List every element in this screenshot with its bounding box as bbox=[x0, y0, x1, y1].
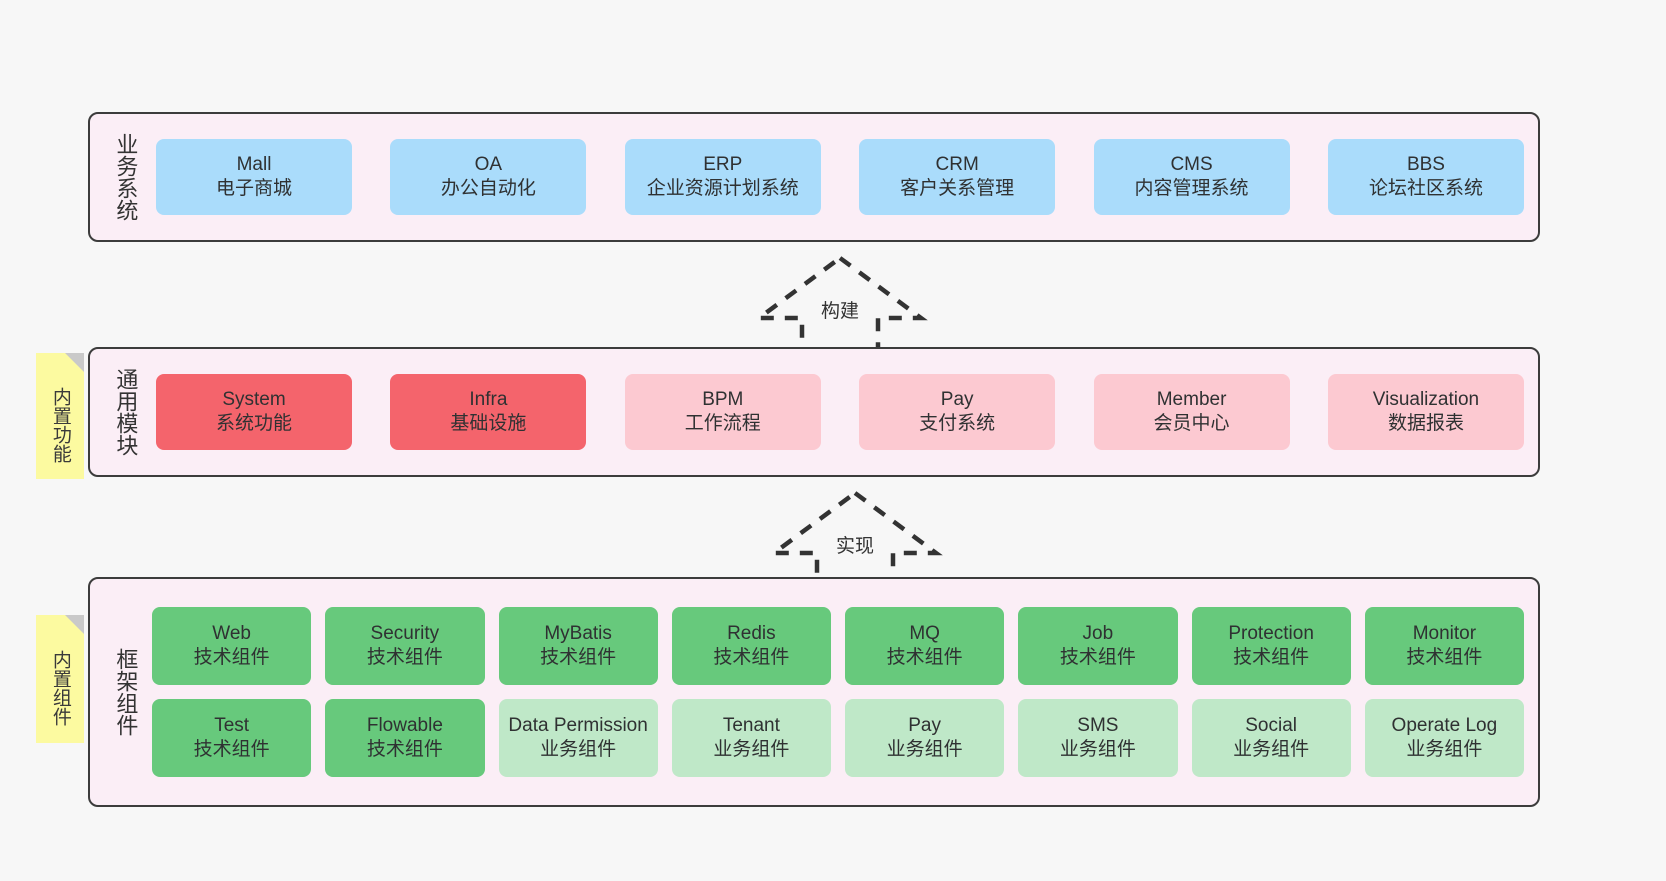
card-cn-label: 系统功能 bbox=[215, 413, 292, 434]
business-systems-title: 业务系统 bbox=[113, 133, 139, 221]
framework-biz-row: Test 技术组件 Flowable 技术组件 Data Permission … bbox=[152, 699, 1524, 777]
card-cn-label: 支付系统 bbox=[919, 413, 996, 434]
business-card-bbs[interactable]: BBS 论坛社区系统 bbox=[1327, 139, 1524, 215]
card-cn-label: 技术组件 bbox=[366, 739, 443, 760]
card-cn-label: 业务组件 bbox=[540, 739, 617, 760]
card-cn-label: 技术组件 bbox=[1059, 647, 1136, 668]
common-modules-title: 通用模块 bbox=[113, 368, 139, 456]
card-en-label: Operate Log bbox=[1391, 714, 1498, 736]
card-cn-label: 电子商城 bbox=[215, 178, 292, 199]
module-card-bpm[interactable]: BPM 工作流程 bbox=[624, 374, 821, 450]
card-cn-label: 业务组件 bbox=[1406, 739, 1483, 760]
business-card-mall[interactable]: Mall 电子商城 bbox=[156, 139, 352, 215]
card-cn-label: 数据报表 bbox=[1387, 413, 1464, 434]
module-card-infra[interactable]: Infra 基础设施 bbox=[390, 374, 587, 450]
card-cn-label: 论坛社区系统 bbox=[1368, 178, 1483, 199]
component-card-tenant[interactable]: Tenant 业务组件 bbox=[671, 699, 831, 777]
card-en-label: BBS bbox=[1406, 153, 1445, 175]
card-en-label: Monitor bbox=[1412, 622, 1477, 644]
card-cn-label: 业务组件 bbox=[1059, 739, 1136, 760]
card-en-label: Data Permission bbox=[508, 714, 648, 736]
component-card-security[interactable]: Security 技术组件 bbox=[325, 607, 485, 685]
card-cn-label: 技术组件 bbox=[1233, 647, 1310, 668]
business-systems-cards: Mall 电子商城 OA 办公自动化 ERP 企业资源计划系统 CRM 客户关系… bbox=[152, 114, 1538, 240]
card-cn-label: 技术组件 bbox=[886, 647, 963, 668]
card-en-label: Test bbox=[214, 714, 250, 736]
card-en-label: MyBatis bbox=[544, 622, 612, 644]
card-en-label: Redis bbox=[727, 622, 776, 644]
card-en-label: System bbox=[222, 388, 286, 410]
card-cn-label: 内容管理系统 bbox=[1134, 178, 1249, 199]
card-cn-label: 业务组件 bbox=[1233, 739, 1310, 760]
card-en-label: CRM bbox=[935, 153, 979, 175]
component-card-operate-log[interactable]: Operate Log 业务组件 bbox=[1364, 699, 1524, 777]
card-en-label: Member bbox=[1156, 388, 1227, 410]
component-card-flowable[interactable]: Flowable 技术组件 bbox=[325, 699, 485, 777]
card-en-label: Tenant bbox=[722, 714, 780, 736]
framework-tech-row: Web 技术组件 Security 技术组件 MyBatis 技术组件 Redi… bbox=[152, 607, 1524, 685]
component-card-redis[interactable]: Redis 技术组件 bbox=[671, 607, 831, 685]
business-card-erp[interactable]: ERP 企业资源计划系统 bbox=[624, 139, 821, 215]
note-builtin-components: 内置组件 bbox=[36, 615, 84, 743]
card-cn-label: 技术组件 bbox=[713, 647, 790, 668]
card-cn-label: 技术组件 bbox=[366, 647, 443, 668]
module-card-system[interactable]: System 系统功能 bbox=[156, 374, 352, 450]
card-cn-label: 技术组件 bbox=[193, 739, 270, 760]
card-en-label: Security bbox=[370, 622, 440, 644]
card-cn-label: 技术组件 bbox=[1406, 647, 1483, 668]
framework-components-cards: Web 技术组件 Security 技术组件 MyBatis 技术组件 Redi… bbox=[152, 579, 1538, 805]
card-cn-label: 技术组件 bbox=[540, 647, 617, 668]
business-card-cms[interactable]: CMS 内容管理系统 bbox=[1093, 139, 1290, 215]
card-en-label: Social bbox=[1245, 714, 1297, 736]
component-card-pay[interactable]: Pay 业务组件 bbox=[845, 699, 1005, 777]
component-card-data-permission[interactable]: Data Permission 业务组件 bbox=[498, 699, 658, 777]
framework-components-panel: 框架组件 Web 技术组件 Security 技术组件 MyBatis 技术组件… bbox=[88, 577, 1540, 807]
component-card-social[interactable]: Social 业务组件 bbox=[1191, 699, 1351, 777]
card-en-label: Protection bbox=[1228, 622, 1314, 644]
module-card-visualization[interactable]: Visualization 数据报表 bbox=[1327, 374, 1524, 450]
component-card-sms[interactable]: SMS 业务组件 bbox=[1018, 699, 1178, 777]
card-en-label: Mall bbox=[236, 153, 272, 175]
component-card-monitor[interactable]: Monitor 技术组件 bbox=[1364, 607, 1524, 685]
component-card-web[interactable]: Web 技术组件 bbox=[152, 607, 312, 685]
business-systems-panel: 业务系统 Mall 电子商城 OA 办公自动化 ERP 企业资源计划系统 CRM… bbox=[88, 112, 1540, 242]
common-modules-panel: 通用模块 System 系统功能 Infra 基础设施 BPM 工作流程 Pay… bbox=[88, 347, 1540, 477]
card-en-label: Pay bbox=[908, 714, 941, 736]
business-card-crm[interactable]: CRM 客户关系管理 bbox=[859, 139, 1056, 215]
card-en-label: Flowable bbox=[366, 714, 443, 736]
card-en-label: Visualization bbox=[1372, 388, 1480, 410]
card-cn-label: 工作流程 bbox=[684, 413, 761, 434]
note-builtin-features: 内置功能 bbox=[36, 353, 84, 479]
card-cn-label: 业务组件 bbox=[713, 739, 790, 760]
component-card-protection[interactable]: Protection 技术组件 bbox=[1191, 607, 1351, 685]
card-cn-label: 企业资源计划系统 bbox=[646, 178, 799, 199]
card-cn-label: 基础设施 bbox=[450, 413, 527, 434]
card-cn-label: 办公自动化 bbox=[440, 178, 536, 199]
card-en-label: ERP bbox=[703, 153, 743, 175]
component-card-test[interactable]: Test 技术组件 bbox=[152, 699, 312, 777]
build-arrow: 构建 bbox=[745, 252, 935, 362]
card-en-label: BPM bbox=[702, 388, 744, 410]
card-en-label: MQ bbox=[909, 622, 940, 644]
card-cn-label: 业务组件 bbox=[886, 739, 963, 760]
component-card-mq[interactable]: MQ 技术组件 bbox=[845, 607, 1005, 685]
card-en-label: CMS bbox=[1170, 153, 1213, 175]
card-en-label: Web bbox=[212, 622, 251, 644]
card-en-label: Pay bbox=[940, 388, 974, 410]
component-card-mybatis[interactable]: MyBatis 技术组件 bbox=[498, 607, 658, 685]
common-modules-cards: System 系统功能 Infra 基础设施 BPM 工作流程 Pay 支付系统… bbox=[152, 349, 1538, 475]
framework-components-title: 框架组件 bbox=[113, 648, 139, 736]
card-cn-label: 会员中心 bbox=[1153, 413, 1230, 434]
card-en-label: OA bbox=[474, 153, 503, 175]
module-card-member[interactable]: Member 会员中心 bbox=[1093, 374, 1290, 450]
module-card-pay[interactable]: Pay 支付系统 bbox=[859, 374, 1056, 450]
component-card-job[interactable]: Job 技术组件 bbox=[1018, 607, 1178, 685]
card-en-label: Job bbox=[1082, 622, 1114, 644]
card-cn-label: 技术组件 bbox=[193, 647, 270, 668]
business-card-oa[interactable]: OA 办公自动化 bbox=[390, 139, 587, 215]
card-en-label: Infra bbox=[469, 388, 508, 410]
card-en-label: SMS bbox=[1077, 714, 1119, 736]
card-cn-label: 客户关系管理 bbox=[900, 178, 1015, 199]
